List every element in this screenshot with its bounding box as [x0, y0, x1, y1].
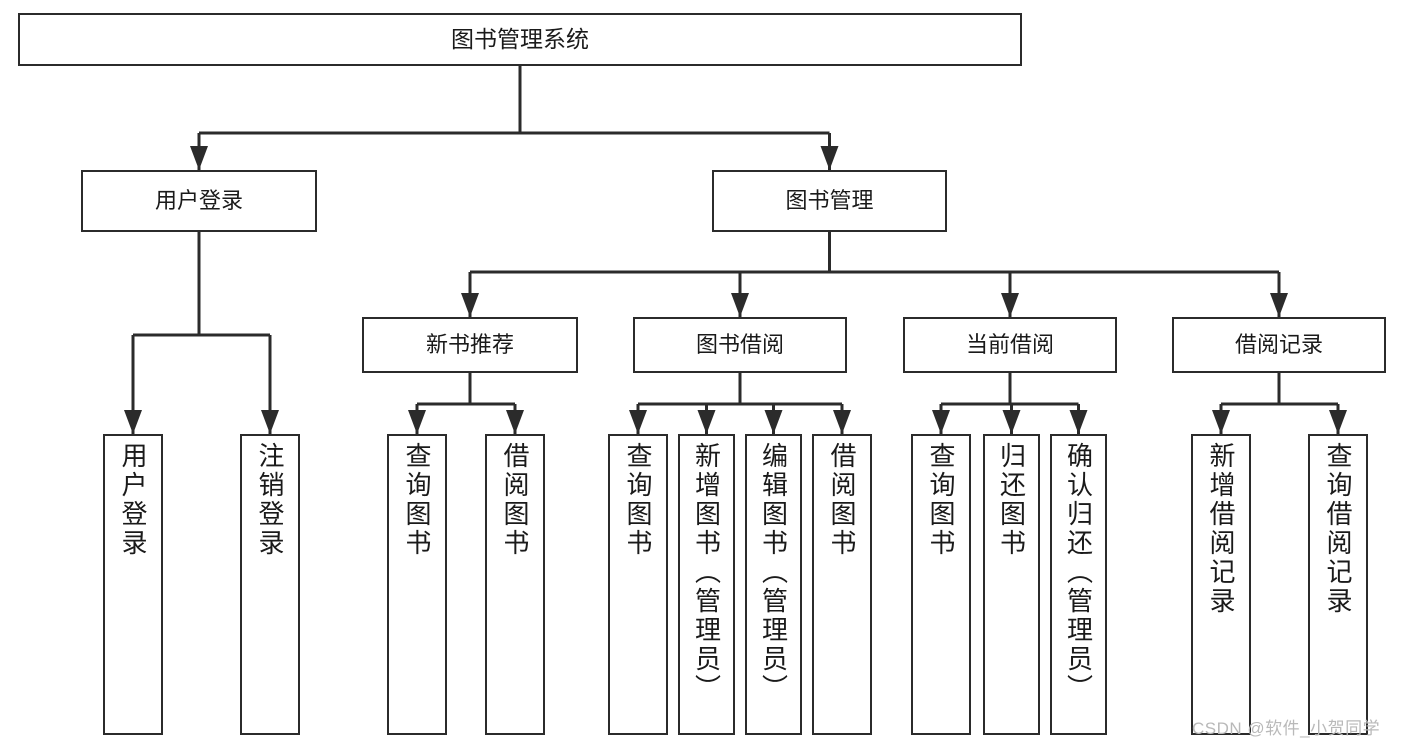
- node-leaf-add-record-label: 新增借阅记录: [1206, 442, 1236, 616]
- node-leaf-add-book-label: 新增图书（管理员）: [691, 442, 722, 703]
- node-leaf-query-record-label: 查询借阅记录: [1323, 442, 1353, 616]
- node-leaf-borrow-book-2-label: 借阅图书: [827, 442, 857, 558]
- node-root-label: 图书管理系统: [451, 25, 589, 52]
- node-leaf-edit-book[interactable]: 编辑图书（管理员）: [745, 434, 802, 735]
- node-current-borrow-label: 当前借阅: [965, 332, 1054, 358]
- node-leaf-borrow-book-2[interactable]: 借阅图书: [812, 434, 872, 735]
- node-leaf-query-book-3-label: 查询图书: [926, 442, 956, 558]
- node-leaf-return-book[interactable]: 归还图书: [983, 434, 1040, 735]
- node-leaf-borrow-book-1[interactable]: 借阅图书: [485, 434, 545, 735]
- node-leaf-logout[interactable]: 注销登录: [240, 434, 300, 735]
- node-leaf-confirm-return[interactable]: 确认归还（管理员）: [1050, 434, 1107, 735]
- node-user-login[interactable]: 用户登录: [81, 170, 317, 232]
- node-leaf-user-login-label: 用户登录: [118, 442, 148, 558]
- node-leaf-confirm-return-label: 确认归还（管理员）: [1063, 442, 1094, 703]
- node-leaf-add-book[interactable]: 新增图书（管理员）: [678, 434, 735, 735]
- node-new-book-recommend-label: 新书推荐: [425, 332, 514, 358]
- node-current-borrow[interactable]: 当前借阅: [903, 317, 1117, 373]
- node-leaf-return-book-label: 归还图书: [996, 442, 1027, 558]
- node-leaf-user-login[interactable]: 用户登录: [103, 434, 163, 735]
- node-leaf-edit-book-label: 编辑图书（管理员）: [758, 442, 789, 703]
- node-borrow-record[interactable]: 借阅记录: [1172, 317, 1386, 373]
- node-user-login-label: 用户登录: [154, 188, 243, 214]
- node-leaf-logout-label: 注销登录: [255, 442, 285, 558]
- node-borrow-record-label: 借阅记录: [1234, 332, 1323, 358]
- node-leaf-query-book-2-label: 查询图书: [623, 442, 653, 558]
- node-book-manage-label: 图书管理: [785, 188, 874, 214]
- node-leaf-add-record[interactable]: 新增借阅记录: [1191, 434, 1251, 735]
- node-leaf-query-book-2[interactable]: 查询图书: [608, 434, 668, 735]
- node-leaf-borrow-book-1-label: 借阅图书: [500, 442, 530, 558]
- watermark: CSDN @软件_小贺同学: [1192, 719, 1381, 738]
- node-book-borrow[interactable]: 图书借阅: [633, 317, 847, 373]
- node-root[interactable]: 图书管理系统: [18, 13, 1022, 66]
- node-book-manage[interactable]: 图书管理: [712, 170, 947, 232]
- node-leaf-query-book-3[interactable]: 查询图书: [911, 434, 971, 735]
- node-leaf-query-book-1[interactable]: 查询图书: [387, 434, 447, 735]
- node-new-book-recommend[interactable]: 新书推荐: [362, 317, 578, 373]
- node-book-borrow-label: 图书借阅: [695, 332, 784, 358]
- node-leaf-query-book-1-label: 查询图书: [402, 442, 432, 558]
- node-leaf-query-record[interactable]: 查询借阅记录: [1308, 434, 1368, 735]
